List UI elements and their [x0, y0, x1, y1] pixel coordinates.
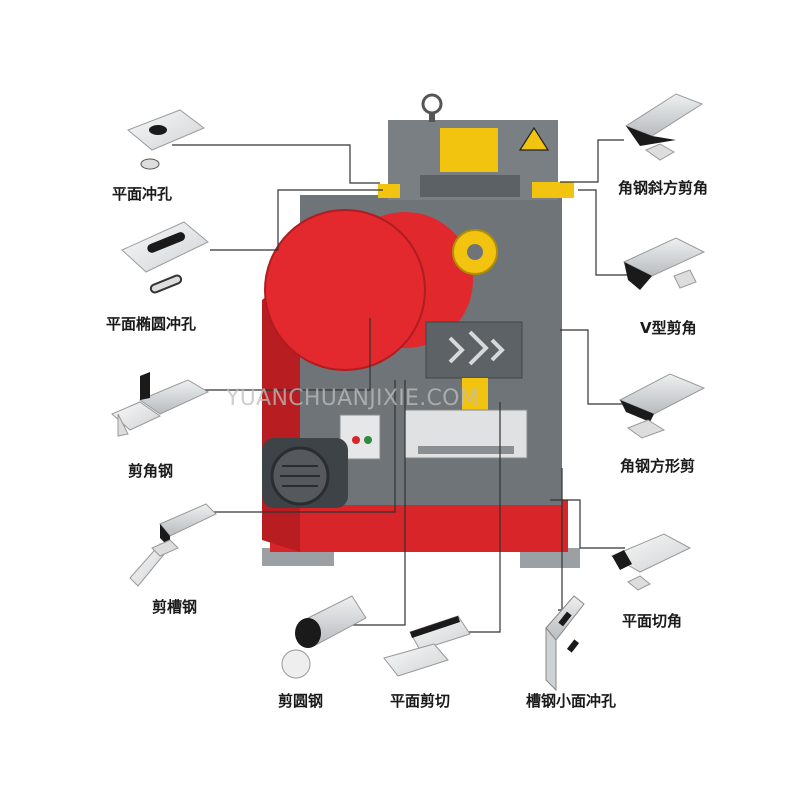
red-base	[270, 500, 568, 552]
angle-square-cut-icon	[618, 373, 706, 439]
shear-blade	[418, 446, 514, 454]
channel-cut-icon	[129, 503, 217, 587]
motor-vents	[280, 465, 320, 487]
leader-angle-cut	[205, 318, 371, 391]
warning-sticker	[440, 128, 498, 172]
punch-die-block	[425, 321, 523, 379]
leader-flat-oval-punch	[210, 189, 383, 251]
upper-notch	[420, 175, 520, 197]
leader-angle-square	[560, 329, 622, 405]
right-foot	[520, 548, 580, 568]
v-corner-icon	[622, 237, 706, 290]
left-yellow-block	[378, 184, 400, 198]
leader-channel-cut	[210, 380, 396, 513]
label-v-corner: V型剪角	[640, 319, 697, 337]
round-cut-icon	[281, 595, 367, 679]
label-angle-cut: 剪角钢	[128, 462, 174, 480]
flat-notch-icon	[610, 533, 692, 591]
label-angle-square-cut: 角钢方形剪	[620, 457, 696, 475]
left-foot	[262, 548, 334, 566]
flat-punch-icon	[127, 109, 205, 170]
channel-small-punch-icon	[545, 595, 585, 692]
label-angle-bevel-corner: 角钢斜方剪角	[618, 179, 709, 197]
leader-v-corner	[578, 189, 632, 276]
label-flat-notch: 平面切角	[622, 612, 683, 630]
label-flat-oval-punch: 平面椭圆冲孔	[106, 315, 197, 333]
label-channel-small-punch: 槽钢小面冲孔	[526, 692, 617, 710]
lifting-eye-stem	[429, 112, 435, 122]
leader-lines	[172, 139, 632, 633]
die-markings	[448, 330, 505, 366]
lifting-eye	[421, 93, 443, 115]
leader-flat-shear	[460, 402, 501, 633]
leader-flat-notch	[550, 499, 625, 549]
leader-angle-bevel	[560, 139, 624, 183]
ironworker-machine	[262, 93, 580, 568]
start-button-icon	[364, 436, 372, 444]
stop-button-icon	[352, 436, 360, 444]
angle-bevel-corner-icon	[624, 93, 704, 161]
watermark: YUANCHUANJIXIE.COM	[226, 386, 480, 411]
right-yellow-block	[532, 182, 574, 198]
gear-hub	[467, 244, 483, 260]
label-channel-cut: 剪槽钢	[152, 598, 198, 616]
yellow-ram	[462, 378, 488, 412]
flat-shear-icon	[383, 615, 471, 677]
label-round-cut: 剪圆钢	[278, 692, 324, 710]
flywheel-cover-front	[264, 209, 426, 371]
flat-oval-punch-icon	[121, 221, 209, 294]
hazard-triangle-icon	[518, 126, 550, 151]
leader-flat-punch	[172, 144, 380, 184]
label-flat-punch: 平面冲孔	[112, 185, 173, 203]
label-flat-shear: 平面剪切	[390, 692, 451, 710]
leader-round-cut	[340, 380, 406, 626]
angle-cut-icon	[111, 372, 210, 437]
